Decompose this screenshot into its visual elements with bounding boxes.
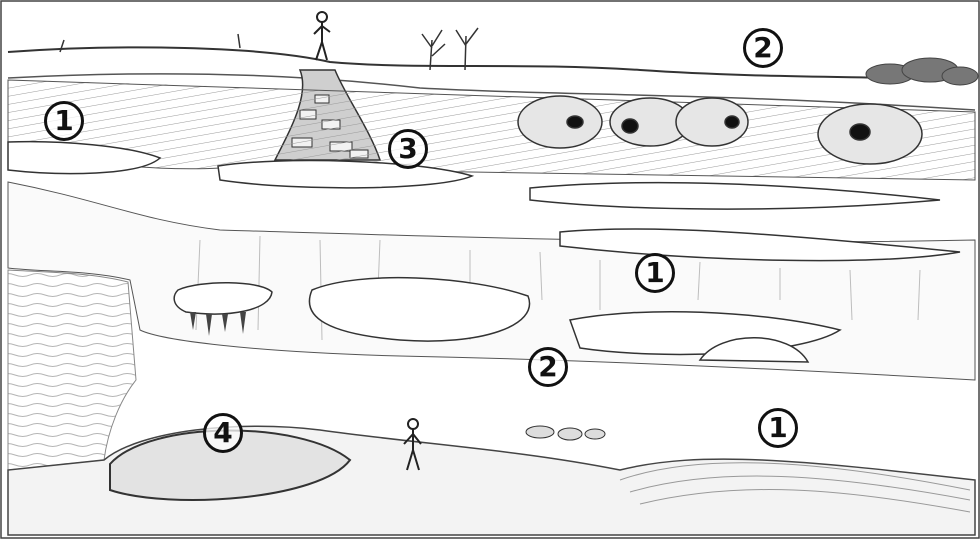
- marker-1-upper-left: 1: [44, 101, 84, 141]
- marker-number: 1: [758, 408, 798, 448]
- marker-2-middle: 2: [528, 347, 568, 387]
- marker-number: 2: [528, 347, 568, 387]
- marker-number: 4: [203, 413, 243, 453]
- marker-3-collapse: 3: [388, 129, 428, 169]
- marker-4-pool: 4: [203, 413, 243, 453]
- marker-1-middle: 1: [635, 253, 675, 293]
- marker-number: 1: [44, 101, 84, 141]
- marker-1-lower-right: 1: [758, 408, 798, 448]
- marker-number: 3: [388, 129, 428, 169]
- marker-2-surface: 2: [743, 28, 783, 68]
- marker-number: 1: [635, 253, 675, 293]
- marker-number: 2: [743, 28, 783, 68]
